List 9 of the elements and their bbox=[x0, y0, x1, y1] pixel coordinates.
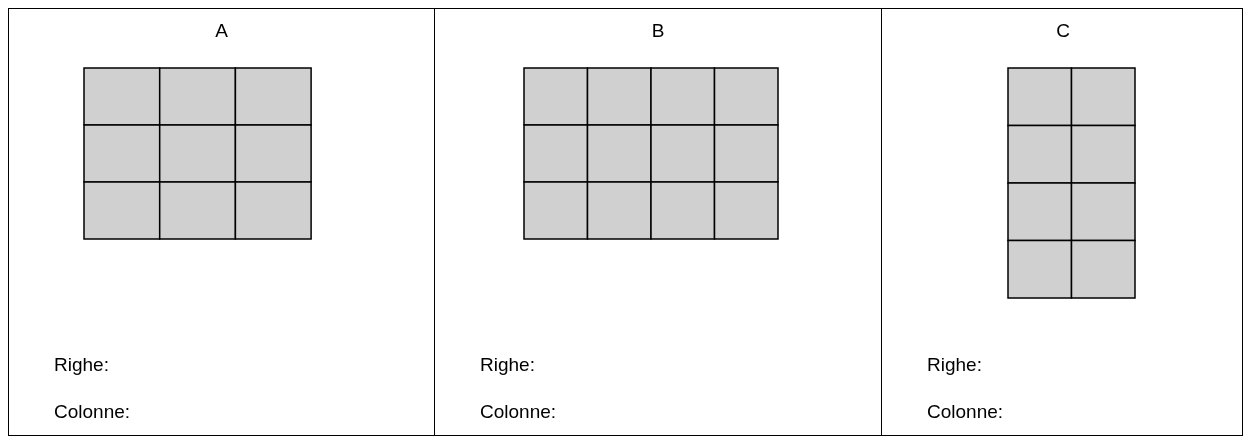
column-header: A bbox=[215, 21, 228, 40]
rows-prompt: Righe: bbox=[480, 355, 535, 374]
rows-prompt: Righe: bbox=[54, 355, 109, 374]
column-header: B bbox=[651, 21, 665, 40]
columns-prompt: Colonne: bbox=[927, 402, 1004, 421]
rows-prompt: Righe: bbox=[927, 355, 982, 374]
column-header: C bbox=[1056, 21, 1070, 40]
columns-prompt: Colonne: bbox=[54, 402, 131, 421]
columns-prompt: Colonne: bbox=[480, 402, 557, 421]
